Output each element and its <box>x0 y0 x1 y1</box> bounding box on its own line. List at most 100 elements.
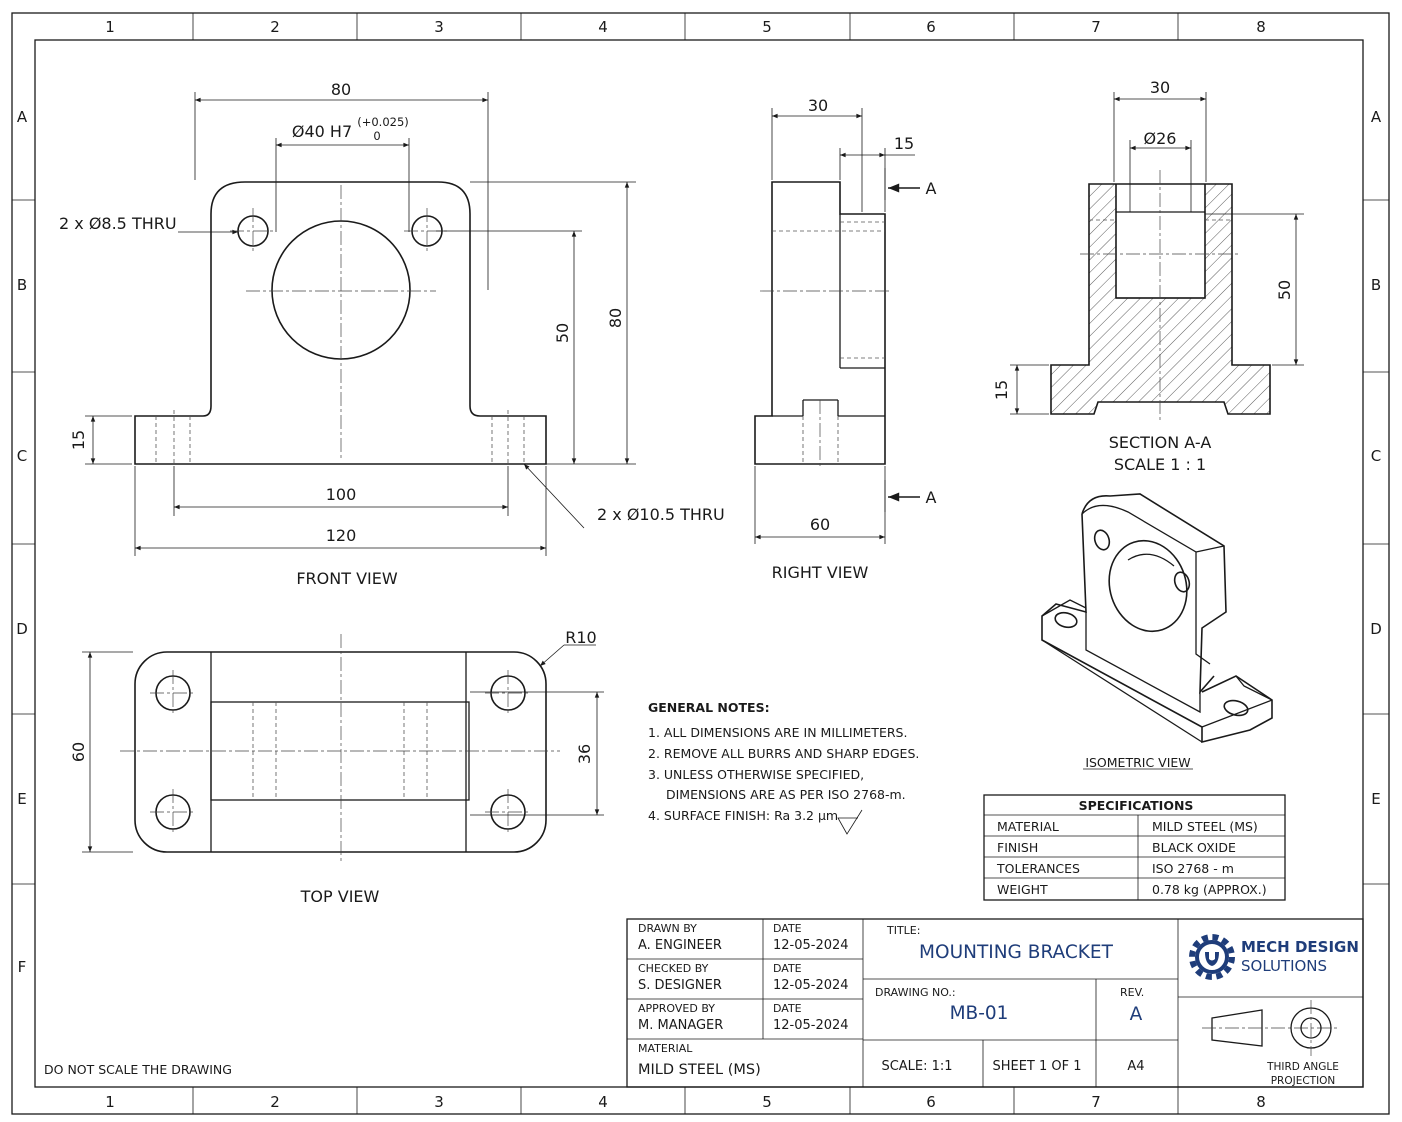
zone-col-6-top: 6 <box>926 18 936 36</box>
dim-front-large-holes: 2 x Ø10.5 THRU <box>597 505 725 524</box>
dim-front-bore-tol-lower: 0 <box>373 129 380 143</box>
drawing-no-value: MB-01 <box>950 1003 1009 1024</box>
approved-by-value: M. MANAGER <box>638 1018 723 1033</box>
zone-row-f-left: F <box>18 958 27 976</box>
dim-front-top-width: 80 <box>331 80 351 99</box>
section-mark-top: A <box>926 179 937 198</box>
spec-key-material: MATERIAL <box>997 819 1059 834</box>
zone-col-3-top: 3 <box>434 18 444 36</box>
rev-label: REV. <box>1120 986 1144 999</box>
zone-col-3-bottom: 3 <box>434 1093 444 1111</box>
right-view-label: RIGHT VIEW <box>772 563 869 582</box>
third-angle-projection-icon <box>1202 1000 1340 1056</box>
specs-heading: SPECIFICATIONS <box>1079 798 1194 813</box>
dim-front-hole-spacing: 100 <box>326 485 357 504</box>
section-mark-bottom: A <box>926 488 937 507</box>
dim-front-bore-tol-upper: (+0.025) <box>357 115 409 129</box>
front-view-label: FRONT VIEW <box>296 569 398 588</box>
zone-col-7-top: 7 <box>1091 18 1101 36</box>
dim-section-15: 15 <box>992 380 1011 400</box>
zone-col-5-bottom: 5 <box>762 1093 772 1111</box>
dim-front-height-50: 50 <box>553 323 572 343</box>
zone-row-d-right: D <box>1370 620 1382 638</box>
checked-by-label: CHECKED BY <box>638 962 709 975</box>
zone-row-a-right: A <box>1371 108 1382 126</box>
dim-front-overall-width: 120 <box>326 526 357 545</box>
note-1: 1. ALL DIMENSIONS ARE IN MILLIMETERS. <box>648 725 907 740</box>
zone-col-2-bottom: 2 <box>270 1093 280 1111</box>
spec-key-tolerances: TOLERANCES <box>996 861 1080 876</box>
material-label: MATERIAL <box>638 1042 693 1055</box>
date3-label: DATE <box>773 1002 802 1015</box>
dim-right-depth-30: 30 <box>808 96 828 115</box>
rev-value: A <box>1130 1004 1143 1025</box>
note-3: 3. UNLESS OTHERWISE SPECIFIED, <box>648 767 864 782</box>
zone-col-4-bottom: 4 <box>598 1093 608 1111</box>
title-label: TITLE: <box>886 924 920 937</box>
drawing-title: MOUNTING BRACKET <box>919 942 1114 963</box>
zone-col-6-bottom: 6 <box>926 1093 936 1111</box>
dim-right-depth-60: 60 <box>810 515 830 534</box>
zone-col-1-bottom: 1 <box>105 1093 115 1111</box>
zone-row-d-left: D <box>16 620 28 638</box>
specifications-table: SPECIFICATIONS MATERIAL MILD STEEL (MS) … <box>983 794 1286 901</box>
surface-finish-icon <box>837 809 863 835</box>
zone-labels: 1 2 3 4 5 6 7 8 1 2 3 4 5 6 7 8 A B C D … <box>16 18 1382 1111</box>
general-notes: GENERAL NOTES: 1. ALL DIMENSIONS ARE IN … <box>648 700 919 835</box>
spec-value-material: MILD STEEL (MS) <box>1152 819 1258 834</box>
dim-front-height-80: 80 <box>606 308 625 328</box>
drawn-by-label: DRAWN BY <box>638 922 697 935</box>
zone-col-7-bottom: 7 <box>1091 1093 1101 1111</box>
zone-col-8-bottom: 8 <box>1256 1093 1266 1111</box>
zone-col-8-top: 8 <box>1256 18 1266 36</box>
note-2: 2. REMOVE ALL BURRS AND SHARP EDGES. <box>648 746 919 761</box>
projection-line1: THIRD ANGLE <box>1266 1061 1339 1073</box>
material-value: MILD STEEL (MS) <box>638 1062 761 1078</box>
dim-section-30: 30 <box>1150 78 1170 97</box>
date1-label: DATE <box>773 922 802 935</box>
zone-col-4-top: 4 <box>598 18 608 36</box>
zone-row-c-left: C <box>17 447 27 465</box>
section-title: SECTION A-A <box>1109 433 1212 452</box>
scale-value: SCALE: 1:1 <box>881 1059 952 1074</box>
drawn-by-value: A. ENGINEER <box>638 938 722 953</box>
note-4: 4. SURFACE FINISH: Ra 3.2 µm <box>648 808 838 823</box>
dim-top-depth-60: 60 <box>69 742 88 762</box>
right-view: 30 15 A A 60 RIGHT VIEW <box>754 96 937 582</box>
company-name-line2: SOLUTIONS <box>1241 957 1327 975</box>
front-view: 80 Ø40 H7 (+0.025) 0 2 x Ø8.5 THRU 50 80… <box>59 80 725 588</box>
zone-row-e-left: E <box>17 790 26 808</box>
dim-front-bore: Ø40 H7 <box>292 122 352 141</box>
zone-row-b-right: B <box>1371 276 1381 294</box>
dim-front-base-thickness: 15 <box>69 430 88 450</box>
gear-logo-icon <box>1189 934 1235 980</box>
spec-value-weight: 0.78 kg (APPROX.) <box>1152 882 1267 897</box>
zone-col-1-top: 1 <box>105 18 115 36</box>
zone-row-a-left: A <box>17 108 28 126</box>
dim-section-50: 50 <box>1275 280 1294 300</box>
zone-col-5-top: 5 <box>762 18 772 36</box>
date2-value: 12-05-2024 <box>773 978 849 993</box>
note-3-cont: DIMENSIONS ARE AS PER ISO 2768-m. <box>666 787 906 802</box>
approved-by-label: APPROVED BY <box>638 1002 715 1015</box>
projection-line2: PROJECTION <box>1271 1075 1336 1087</box>
date3-value: 12-05-2024 <box>773 1018 849 1033</box>
notes-heading: GENERAL NOTES: <box>648 700 770 715</box>
spec-key-finish: FINISH <box>997 840 1038 855</box>
section-scale: SCALE 1 : 1 <box>1114 455 1206 474</box>
sheet-value: SHEET 1 OF 1 <box>992 1059 1081 1074</box>
dim-section-bore: Ø26 <box>1144 129 1177 148</box>
zone-row-b-left: B <box>17 276 27 294</box>
checked-by-value: S. DESIGNER <box>638 978 722 993</box>
drawing-no-label: DRAWING NO.: <box>875 986 956 999</box>
title-block: DRAWN BY A. ENGINEER DATE 12-05-2024 CHE… <box>626 918 1364 1088</box>
dim-front-small-holes: 2 x Ø8.5 THRU <box>59 214 177 233</box>
dim-top-radius: R10 <box>565 628 596 647</box>
top-view: 60 36 R10 TOP VIEW <box>69 628 604 906</box>
spec-value-finish: BLACK OXIDE <box>1152 840 1236 855</box>
top-view-label: TOP VIEW <box>300 887 380 906</box>
size-value: A4 <box>1127 1059 1144 1074</box>
zone-row-e-right: E <box>1371 790 1380 808</box>
dim-right-15: 15 <box>894 134 914 153</box>
